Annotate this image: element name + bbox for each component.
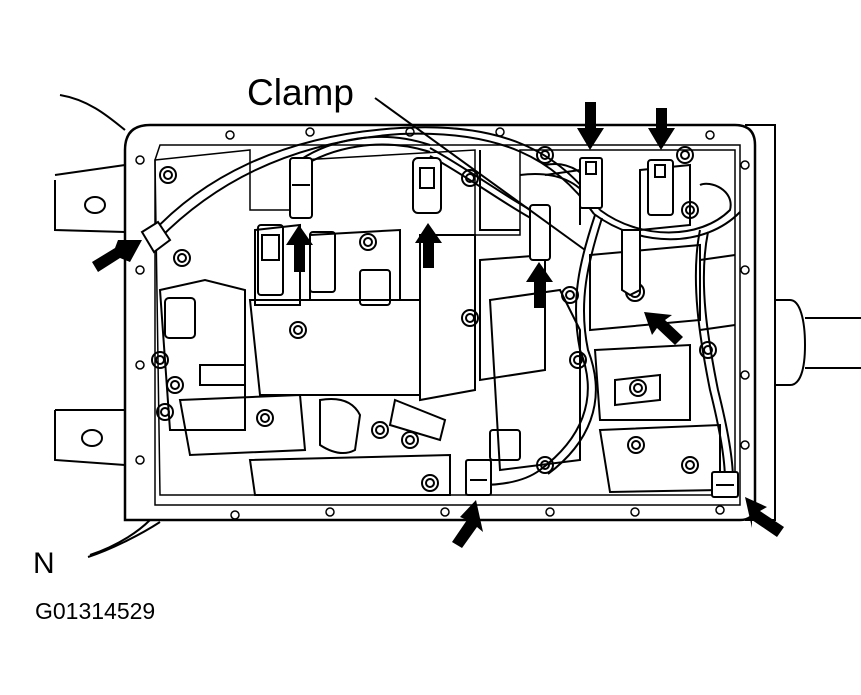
location-arrows [92,102,784,548]
arrow-bottom-right [745,497,784,537]
arrow-bottom-1 [452,500,483,548]
flange-bolt-holes [135,127,750,520]
north-label: N [33,547,55,580]
arrow-solenoid-1 [286,225,313,272]
n-leader-line [87,521,161,558]
arrow-solenoid-2 [415,223,442,268]
arrow-left-connector [92,240,142,272]
arrow-clamp [526,262,553,308]
solenoids [257,224,391,306]
arrow-top-2 [648,108,675,150]
figure-code: G01314529 [35,598,156,624]
transmission-housing [54,94,861,556]
clamp-leader-line [374,97,586,251]
arrow-top-1 [577,102,604,150]
clamp-label: Clamp [247,72,354,113]
wire-harness [149,126,741,486]
connectors [140,157,739,498]
arrow-bolt [644,312,683,345]
